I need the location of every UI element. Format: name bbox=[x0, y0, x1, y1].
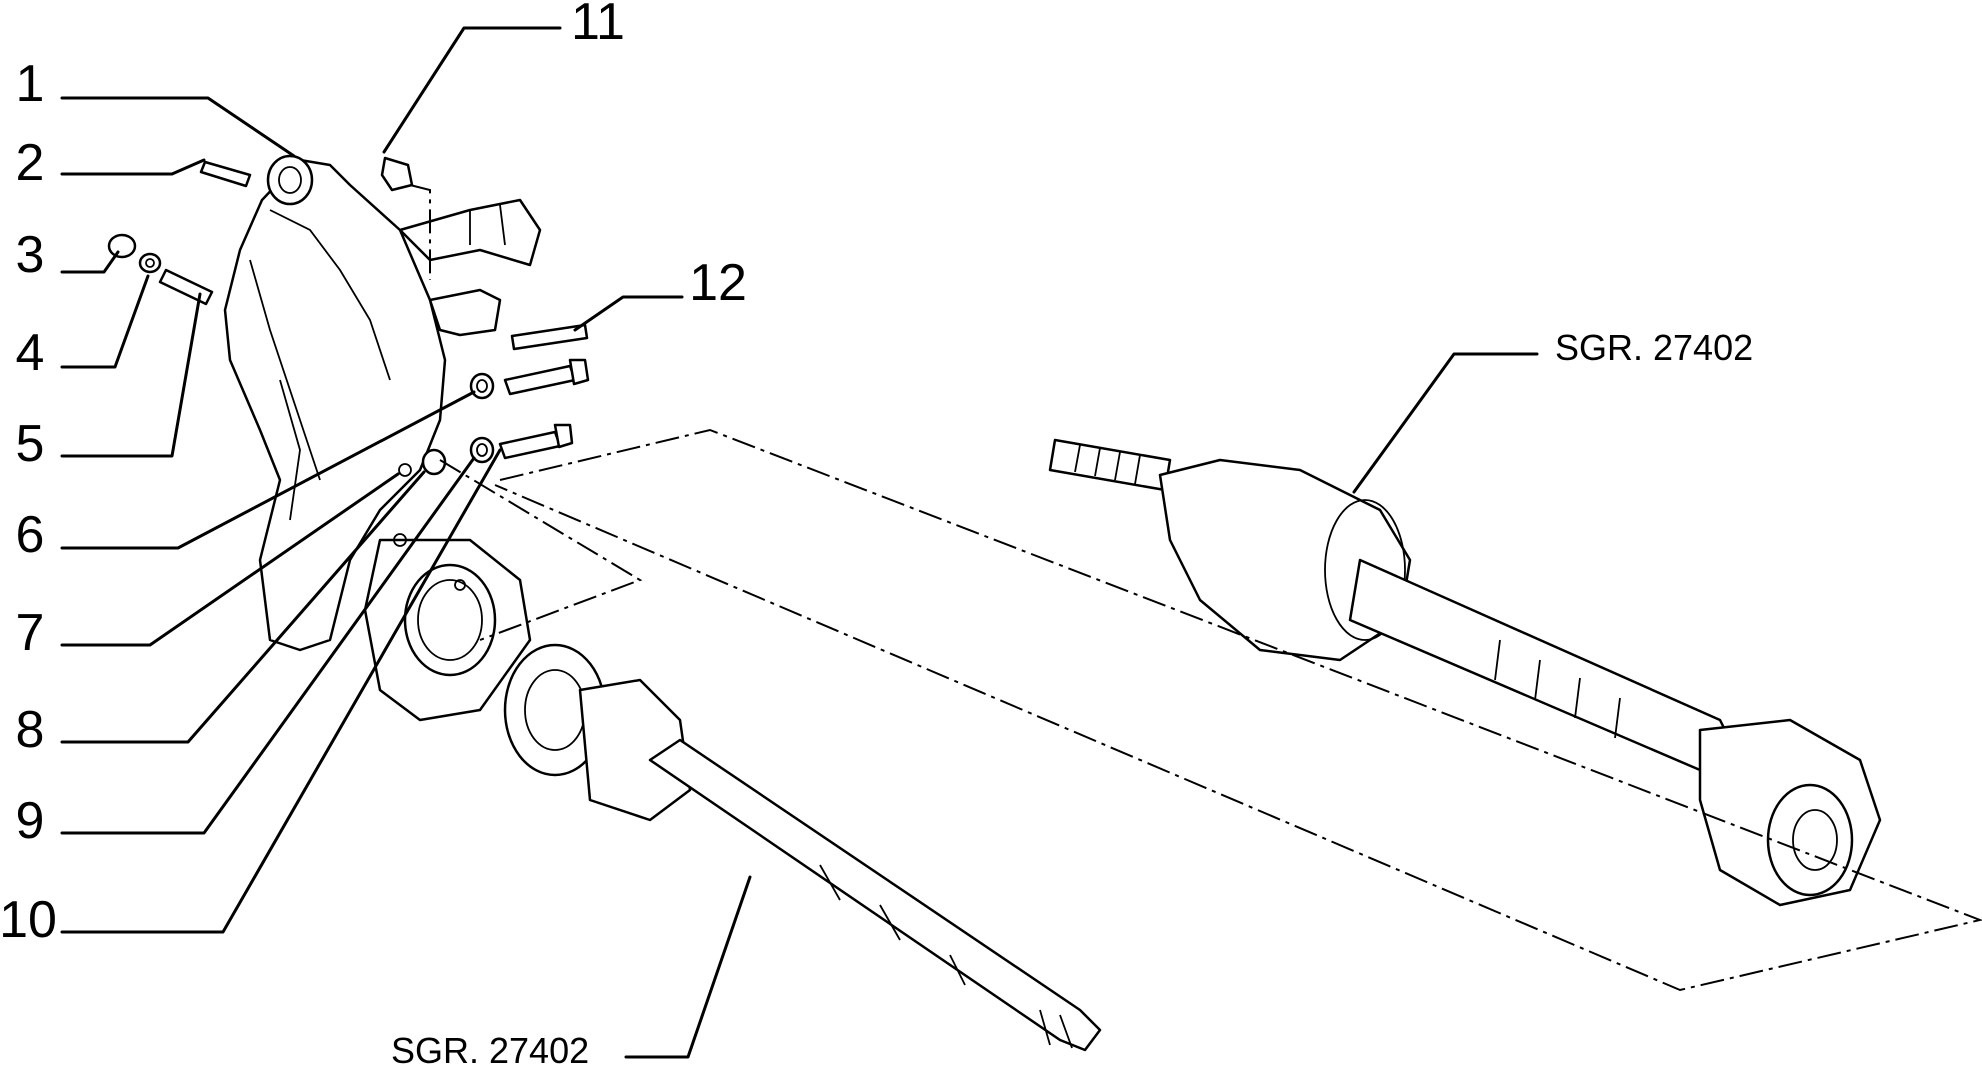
callout-7: 7 bbox=[16, 604, 45, 662]
callout-11: 11 bbox=[571, 0, 625, 51]
callout-2: 2 bbox=[16, 134, 45, 192]
leader-lines bbox=[60, 26, 1539, 1059]
callout-12: 12 bbox=[689, 254, 747, 312]
alignment-lines bbox=[439, 428, 1982, 992]
callout-8: 8 bbox=[16, 701, 45, 759]
driveshaft-right bbox=[1048, 438, 1882, 907]
callout-9: 9 bbox=[16, 792, 45, 850]
pin-2 bbox=[199, 160, 252, 188]
callout-5: 5 bbox=[16, 415, 45, 473]
hub-carrier bbox=[223, 154, 542, 722]
nut-3 bbox=[107, 233, 137, 259]
callout-6: 6 bbox=[16, 506, 45, 564]
bush-11 bbox=[380, 156, 414, 192]
bolt-10 bbox=[498, 430, 562, 460]
callout-4: 4 bbox=[16, 324, 45, 382]
washer-9 bbox=[469, 436, 495, 464]
callout-3: 3 bbox=[16, 226, 45, 284]
reference-driveshaft-bottom: SGR. 27402 bbox=[391, 1030, 589, 1071]
callout-labels: 1 2 3 4 5 6 7 8 9 10 11 12 SGR. 27402 SG… bbox=[0, 0, 1753, 1071]
reference-driveshaft-right: SGR. 27402 bbox=[1555, 327, 1753, 368]
callout-1: 1 bbox=[16, 55, 45, 113]
washer-6 bbox=[469, 372, 495, 400]
stud-12 bbox=[510, 323, 589, 351]
driveshaft-bottom bbox=[503, 643, 1102, 1052]
washer-4 bbox=[138, 252, 162, 274]
callout-10: 10 bbox=[0, 891, 57, 949]
bolt-7 bbox=[503, 364, 577, 396]
pin-5 bbox=[158, 268, 214, 306]
